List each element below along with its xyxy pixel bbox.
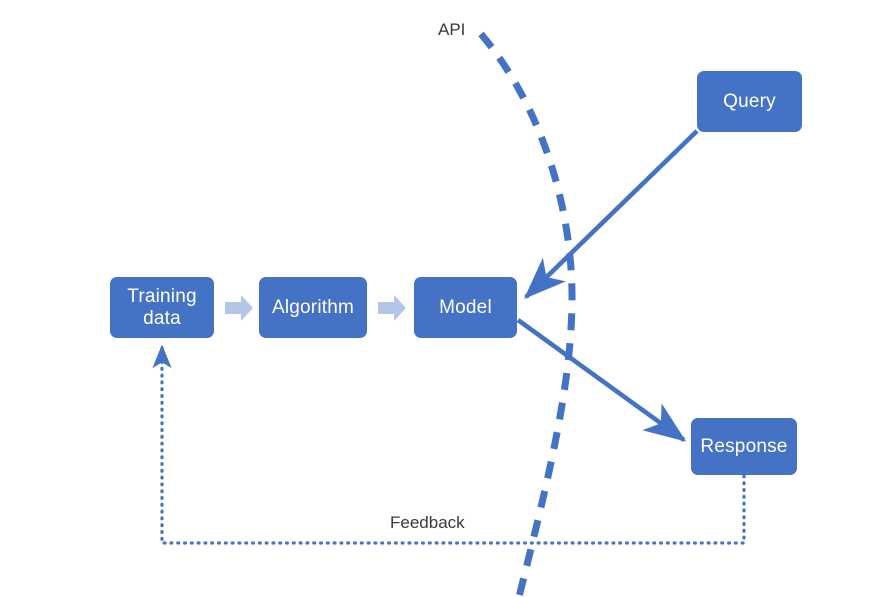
feedback-edge-label: Feedback — [390, 513, 465, 532]
arrow-query-to-model — [524, 129, 699, 299]
node-model-label: Model — [439, 296, 492, 318]
api-boundary-curve — [478, 31, 576, 597]
node-query-label: Query — [723, 90, 776, 112]
node-model[interactable]: Model — [414, 277, 517, 338]
arrow-model-to-response — [516, 318, 687, 442]
api-boundary-label: API — [438, 20, 466, 39]
node-algorithm-label: Algorithm — [271, 296, 355, 318]
block-arrow-training-to-algorithm — [225, 295, 253, 321]
block-arrow-algorithm-to-model — [378, 295, 406, 321]
node-training-data[interactable]: Training data — [110, 277, 214, 338]
node-algorithm[interactable]: Algorithm — [259, 277, 367, 338]
node-query[interactable]: Query — [697, 71, 802, 132]
node-training-data-label: Training data — [127, 286, 197, 329]
feedback-dotted-path — [152, 344, 746, 545]
node-response[interactable]: Response — [691, 418, 797, 475]
node-response-label: Response — [700, 435, 788, 457]
